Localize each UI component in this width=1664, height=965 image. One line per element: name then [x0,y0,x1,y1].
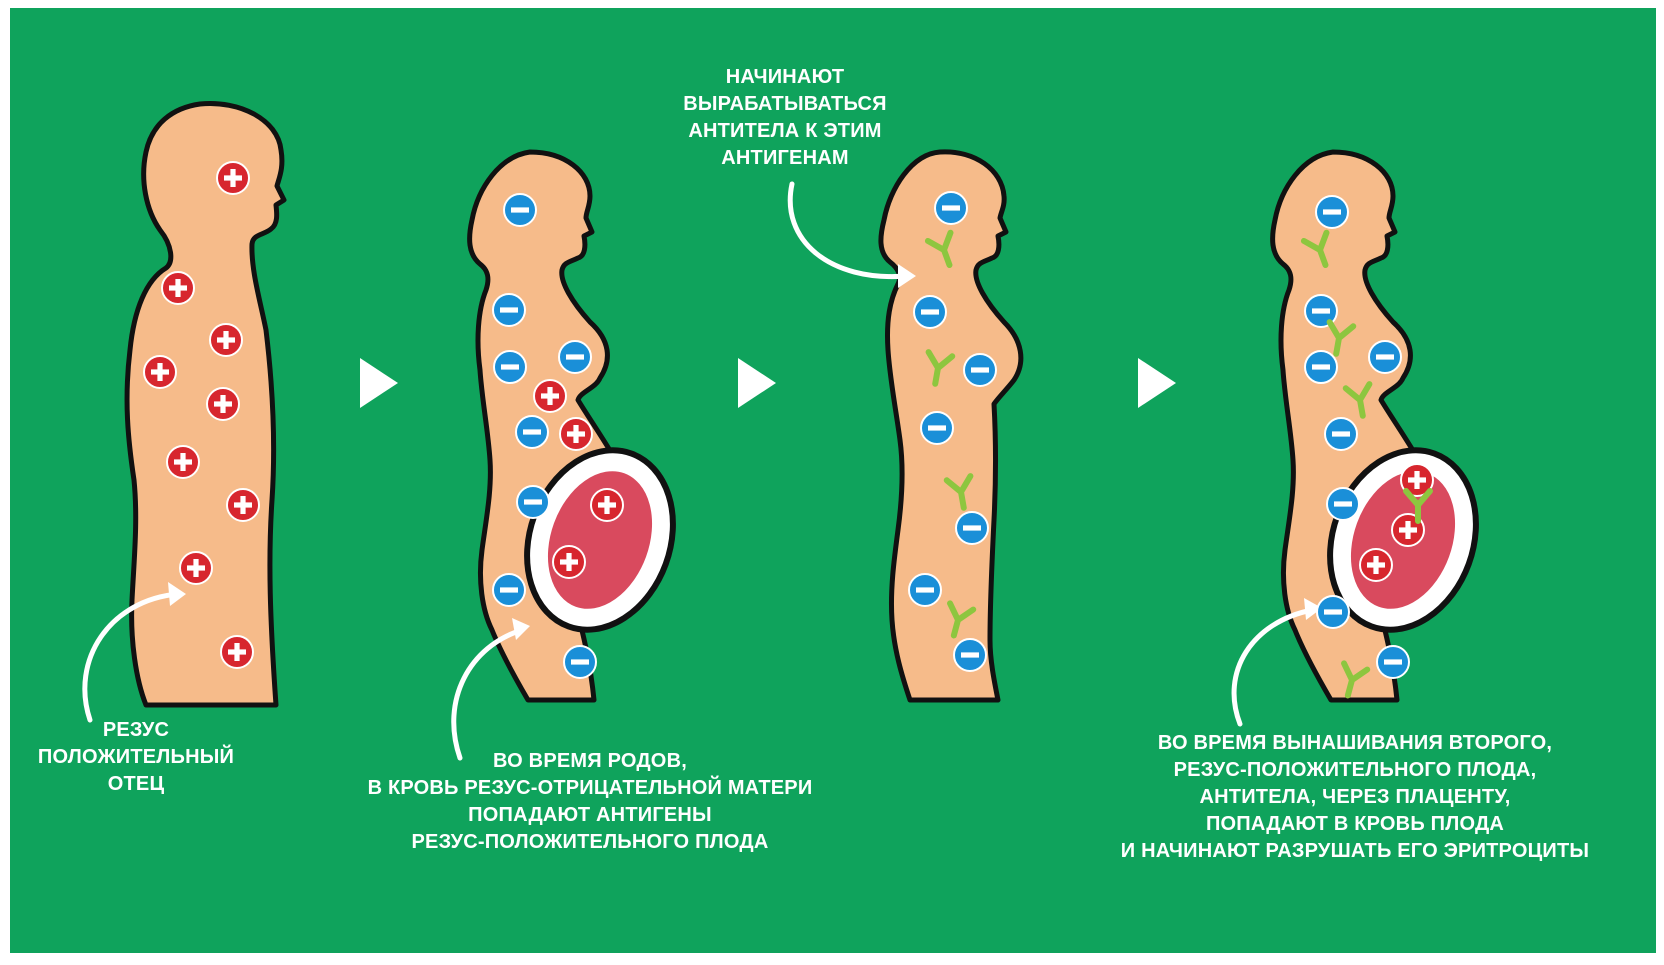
minus-circle-icon [516,416,548,448]
caption-father: РЕЗУС ПОЛОЖИТЕЛЬНЫЙ ОТЕЦ [16,717,256,798]
plus-circle-icon [221,636,253,668]
plus-circle-icon [217,162,249,194]
caption-second-pregnancy: ВО ВРЕМЯ ВЫНАШИВАНИЯ ВТОРОГО, РЕЗУС-ПОЛО… [1060,730,1650,865]
caption-line: ПОПАДАЮТ АНТИГЕНЫ [300,802,880,829]
plus-circle-icon [227,489,259,521]
plus-circle-icon [591,489,623,521]
minus-circle-icon [517,486,549,518]
caption-line: И НАЧИНАЮТ РАЗРУШАТЬ ЕГО ЭРИТРОЦИТЫ [1060,838,1650,865]
caption-line: ПОПАДАЮТ В КРОВЬ ПЛОДА [1060,811,1650,838]
minus-circle-icon [1305,351,1337,383]
caption-line: РЕЗУС-ПОЛОЖИТЕЛЬНОГО ПЛОДА, [1060,757,1650,784]
minus-circle-icon [493,574,525,606]
minus-circle-icon [559,341,591,373]
caption-line: АНТИТЕЛА, ЧЕРЕЗ ПЛАЦЕНТУ, [1060,784,1650,811]
caption-line: ВЫРАБАТЫВАТЬСЯ [620,91,950,118]
plus-circle-icon [162,272,194,304]
minus-circle-icon [1369,341,1401,373]
plus-circle-icon [167,446,199,478]
caption-line: ВО ВРЕМЯ РОДОВ, [300,748,880,775]
caption-line: В КРОВЬ РЕЗУС-ОТРИЦАТЕЛЬНОЙ МАТЕРИ [300,775,880,802]
minus-circle-icon [504,194,536,226]
minus-circle-icon [954,639,986,671]
minus-circle-icon [1317,596,1349,628]
plus-circle-icon [1360,549,1392,581]
caption-first-pregnancy: ВО ВРЕМЯ РОДОВ, В КРОВЬ РЕЗУС-ОТРИЦАТЕЛЬ… [300,748,880,856]
minus-circle-icon [956,512,988,544]
plus-circle-icon [560,418,592,450]
minus-circle-icon [564,646,596,678]
caption-line: РЕЗУС-ПОЛОЖИТЕЛЬНОГО ПЛОДА [300,829,880,856]
plus-circle-icon [210,324,242,356]
caption-line: ПОЛОЖИТЕЛЬНЫЙ [16,744,256,771]
minus-circle-icon [1316,196,1348,228]
plus-circle-icon [144,356,176,388]
caption-line: АНТИТЕЛА К ЭТИМ [620,118,950,145]
caption-line: РЕЗУС [16,717,256,744]
caption-line: АНТИГЕНАМ [620,145,950,172]
caption-line: НАЧИНАЮТ [620,64,950,91]
minus-circle-icon [1327,488,1359,520]
minus-circle-icon [494,351,526,383]
caption-antibody-production: НАЧИНАЮТ ВЫРАБАТЫВАТЬСЯ АНТИТЕЛА К ЭТИМ … [620,64,950,172]
plus-circle-icon [534,380,566,412]
minus-circle-icon [935,192,967,224]
minus-circle-icon [964,354,996,386]
plus-circle-icon [553,546,585,578]
caption-line: ОТЕЦ [16,771,256,798]
minus-circle-icon [493,294,525,326]
minus-circle-icon [909,574,941,606]
plus-circle-icon [180,552,212,584]
minus-circle-icon [921,412,953,444]
minus-circle-icon [1325,418,1357,450]
father-silhouette [127,103,284,705]
caption-line: ВО ВРЕМЯ ВЫНАШИВАНИЯ ВТОРОГО, [1060,730,1650,757]
minus-circle-icon [1377,646,1409,678]
plus-circle-icon [207,388,239,420]
minus-circle-icon [914,296,946,328]
